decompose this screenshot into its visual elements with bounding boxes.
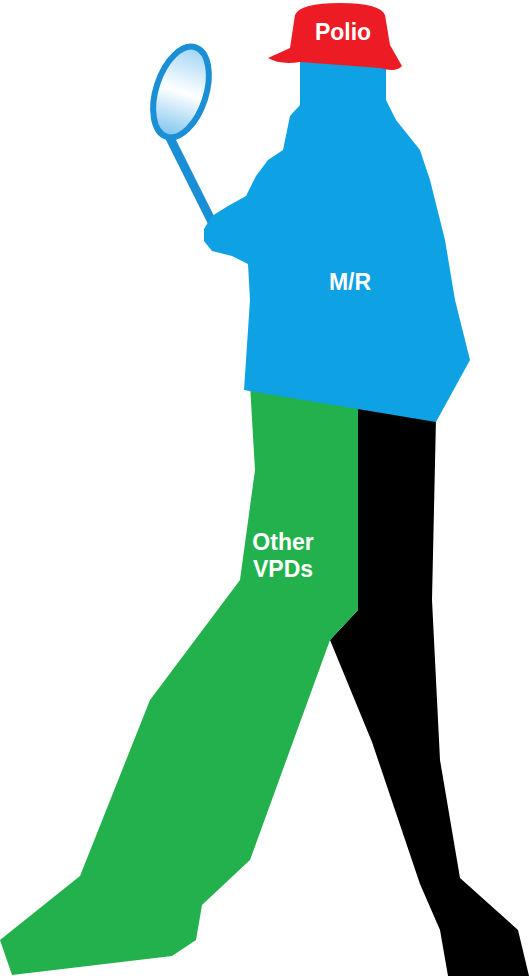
node-label: M/R [290, 269, 410, 296]
body-shape-outline [200, 55, 475, 427]
hat-shape-fill [268, 3, 402, 70]
hat-shape: Polio [262, 0, 404, 76]
body-shape-fill [204, 58, 470, 422]
magnifier-lens [143, 40, 220, 145]
leg-shape: Other VPDs [0, 380, 365, 976]
node-label: Polio [283, 19, 403, 46]
node-label: Other VPDs [242, 529, 324, 583]
magnifier-handle [170, 138, 212, 222]
leg-shape-outline [0, 380, 365, 976]
black-leg [330, 404, 529, 976]
body-shape: M/R [200, 55, 475, 427]
leg-shape-fill [0, 385, 358, 975]
